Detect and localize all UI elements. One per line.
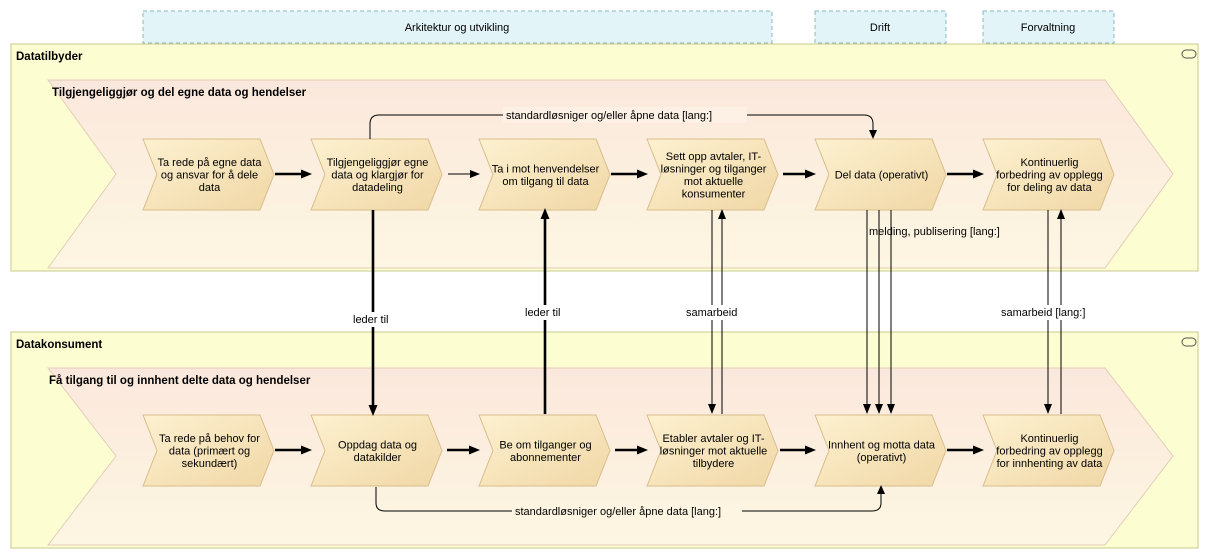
relation-cooperation-lang-label: samarbeid [lang:] [1001, 307, 1085, 319]
consumer-step-label: (operativt) [857, 452, 907, 464]
relation-top-standard[interactable]: standardløsniger og/eller åpne data [lan… [369, 107, 877, 139]
value-stream-consumer[interactable]: Få tilgang til og innhent delte data og … [46, 367, 1174, 546]
provider-step-label: Sett opp avtaler, IT- [666, 151, 762, 163]
provider-step-shape [142, 138, 275, 211]
relation-leads-to-1[interactable]: leder til [349, 210, 397, 416]
relation-cooperation[interactable]: samarbeid [683, 209, 743, 414]
provider-step-label: Ta rede på egne data [158, 157, 263, 169]
consumer-step-shape [982, 414, 1115, 487]
consumer-step-label: Ta rede på behov for [159, 433, 260, 445]
provider-step-label: Del data (operativt) [835, 170, 929, 182]
phase-operations[interactable]: Drift [814, 10, 947, 44]
relation-message[interactable]: melding, publisering [lang:] [863, 210, 1000, 414]
provider-step-label: data [199, 182, 221, 194]
consumer-step-label: Innhent og motta data [828, 439, 936, 451]
relation-leads-to-2-label: leder til [525, 307, 560, 319]
provider-step-label: konsumenter [682, 188, 746, 200]
consumer-step-label: abonnementer [510, 452, 581, 464]
consumer-step-label: for innhenting av data [997, 458, 1104, 470]
phase-architecture[interactable]: Arkitektur og utvikling [142, 10, 773, 44]
consumer-step-label: sekundært) [182, 458, 238, 470]
relation-cooperation-lang[interactable]: samarbeid [lang:] [998, 209, 1094, 414]
relation-bottom-standard-label: standardløsniger og/eller åpne data [lan… [515, 506, 721, 518]
flow-arrows [275, 169, 984, 455]
provider-step-label: forbedring av opplegg [996, 170, 1102, 182]
group-icon [1181, 49, 1197, 59]
consumer-step-label: tilbydere [693, 458, 735, 470]
consumer-step-shape [646, 414, 779, 487]
group-consumer-label: Datakonsument [16, 339, 102, 351]
relation-cooperation-label: samarbeid [686, 307, 737, 319]
consumer-step-shape [310, 414, 443, 487]
phase-operations-label: Drift [870, 22, 890, 34]
consumer-step-label: Be om tilganger og [499, 439, 591, 451]
provider-step-label: Ta i mot henvendelser [492, 163, 600, 175]
provider-step-shape [478, 138, 611, 211]
relation-top-standard-label: standardløsniger og/eller åpne data [lan… [506, 110, 712, 122]
provider-step-shape [646, 138, 779, 211]
provider-step-shape [982, 138, 1115, 211]
consumer-step-label: løsninger mot aktuelle [660, 446, 768, 458]
provider-step-label: mot aktuelle [684, 176, 743, 188]
provider-step-label: for deling av data [1007, 182, 1092, 194]
provider-step-label: om tilgang til data [502, 176, 589, 188]
value-stream-consumer-label: Få tilgang til og innhent delte data og … [49, 375, 311, 387]
consumer-step-label: data (primært og [169, 446, 250, 458]
relation-leads-to-2[interactable]: leder til [521, 208, 569, 414]
relation-message-label: melding, publisering [lang:] [869, 226, 1000, 238]
consumer-step-shape [478, 414, 611, 487]
relation-leads-to-1-label: leder til [353, 314, 388, 326]
provider-step-label: datadeling [352, 182, 403, 194]
provider-step-label: løsninger og tilganger [661, 163, 767, 175]
consumer-step-label: forbedring av opplegg [996, 446, 1102, 458]
provider-step-label: Kontinuerlig [1020, 157, 1078, 169]
consumer-step-label: Etabler avtaler og IT- [662, 433, 764, 445]
consumer-step-label: datakilder [354, 452, 402, 464]
phase-management[interactable]: Forvaltning [982, 10, 1115, 44]
provider-step-shape [310, 138, 443, 211]
provider-step-4[interactable]: Sett opp avtaler, IT-løsninger og tilgan… [646, 138, 779, 211]
phase-architecture-label: Arkitektur og utvikling [405, 22, 510, 34]
provider-step-5[interactable]: Del data (operativt) [814, 138, 947, 211]
consumer-step-shape [814, 414, 947, 487]
provider-step-shape [814, 138, 947, 211]
consumer-step-4[interactable]: Etabler avtaler og IT-løsninger mot aktu… [646, 414, 779, 487]
consumer-step-shape [142, 414, 275, 487]
provider-step-label: Tilgjengeliggjør egne [327, 157, 429, 169]
provider-step-label: og ansvar for å dele [161, 170, 258, 182]
value-stream-provider[interactable]: Tilgjengeliggjør og del egne data og hen… [47, 79, 1174, 269]
group-provider-label: Datatilbyder [16, 51, 83, 63]
consumer-step-5[interactable]: Innhent og motta data(operativt) [814, 414, 947, 487]
consumer-step-label: Oppdag data og [338, 439, 417, 451]
consumer-step-label: Kontinuerlig [1020, 433, 1078, 445]
phase-management-label: Forvaltning [1021, 22, 1075, 34]
value-stream-provider-label: Tilgjengeliggjør og del egne data og hen… [52, 87, 307, 99]
relation-bottom-standard[interactable]: standardløsniger og/eller åpne data [lan… [375, 485, 885, 519]
provider-step-label: data og klargjør for [331, 170, 424, 182]
group-icon [1181, 337, 1197, 347]
